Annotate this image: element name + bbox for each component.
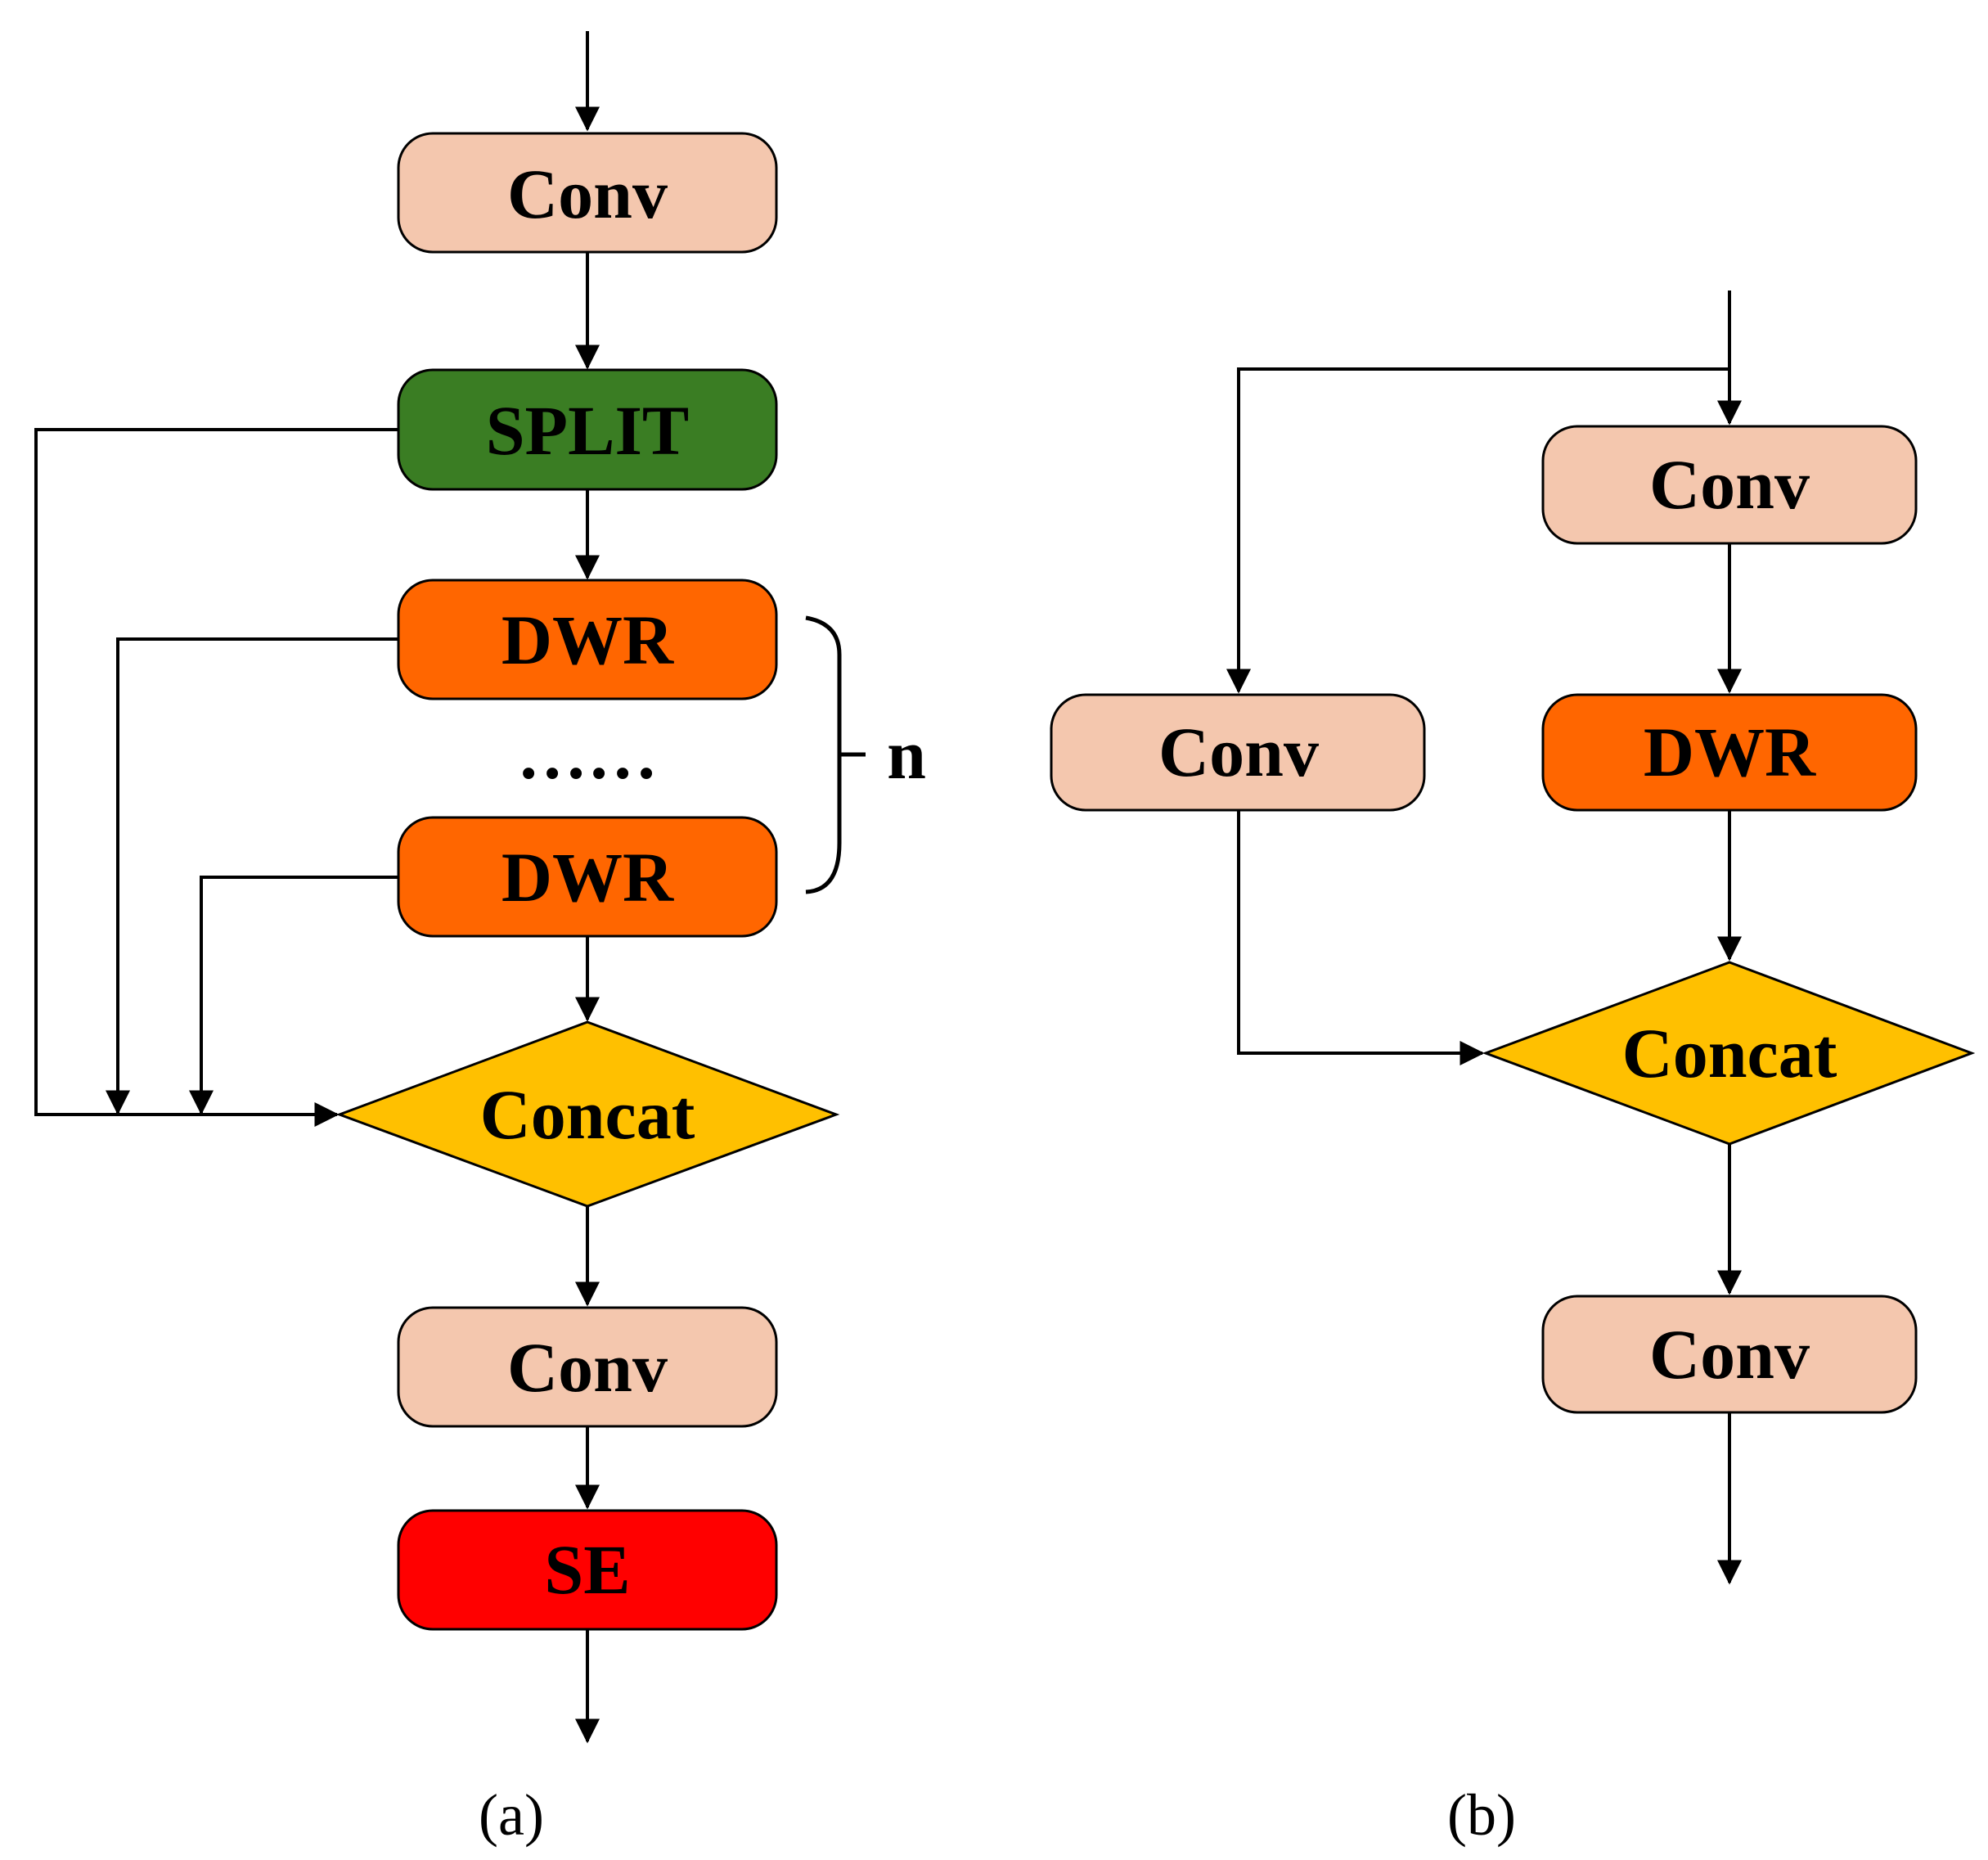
edge-split-skip-a <box>34 428 398 1127</box>
concat-label-a: Concat <box>480 1075 695 1154</box>
se-box-a <box>397 1509 778 1631</box>
conv-bottom-label-a: Conv <box>507 1328 668 1407</box>
repeat-brace-a <box>805 615 842 894</box>
edge-input-to-side-conv-b <box>1226 367 1729 694</box>
dwr-first-label-a: DWR <box>501 601 674 679</box>
conv-side-box-b <box>1050 693 1426 812</box>
dwr-label-b: DWR <box>1644 713 1816 791</box>
edge-dwr-first-skip-a <box>106 637 398 1115</box>
split-box-a <box>397 368 778 491</box>
ellipsis-a: …… <box>517 715 658 794</box>
repeat-label-a: n <box>887 715 926 794</box>
dwr-first-box-a <box>397 579 778 700</box>
conv-bottom-box-b <box>1541 1295 1918 1414</box>
conv-top-box-a <box>397 132 778 254</box>
concat-diamond-b <box>1482 961 1976 1146</box>
concat-diamond-a <box>335 1020 840 1208</box>
panel-b: Conv Conv DWR Concat Conv (b) <box>1050 290 1976 1848</box>
se-label-a: SE <box>544 1530 630 1609</box>
dwr-last-label-a: DWR <box>501 838 674 916</box>
dwr-box-b <box>1541 693 1918 812</box>
caption-b: (b) <box>1447 1782 1516 1848</box>
edge-dwr-last-skip-a <box>189 876 398 1115</box>
conv-top-label-a: Conv <box>507 155 668 233</box>
edge-side-conv-to-concat-b <box>1237 810 1485 1065</box>
conv-side-label-b: Conv <box>1158 713 1319 791</box>
split-label-a: SPLIT <box>486 391 690 470</box>
dwr-last-box-a <box>397 816 778 938</box>
conv-top-box-b <box>1541 425 1918 545</box>
conv-bottom-label-b: Conv <box>1649 1315 1810 1394</box>
panel-a: Conv SPLIT DWR …… DWR n Concat Conv SE (… <box>34 31 926 1848</box>
caption-a: (a) <box>479 1782 544 1848</box>
conv-top-label-b: Conv <box>1649 445 1810 524</box>
conv-bottom-box-a <box>397 1306 778 1428</box>
concat-label-b: Concat <box>1622 1014 1837 1092</box>
